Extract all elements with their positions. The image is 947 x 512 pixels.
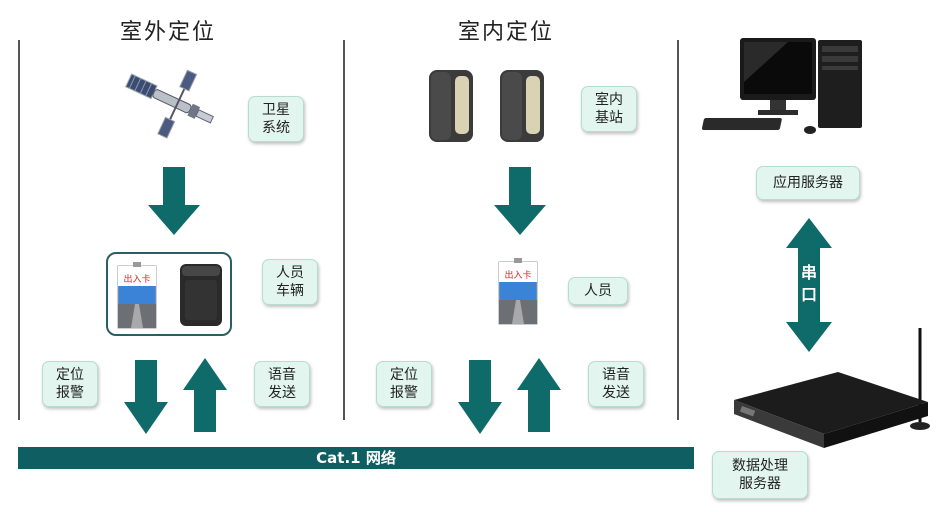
satellite-system-label: 卫星 系统 <box>248 96 304 142</box>
right-divider <box>677 40 679 420</box>
outdoor-section-title: 室外定位 <box>120 20 217 45</box>
cat1-network-bar: Cat.1 网络 <box>18 447 694 469</box>
gps-tracker-icon <box>180 264 222 326</box>
serial-port-label: 串 口 <box>800 263 817 304</box>
indoor-alarm-label: 定位 报警 <box>376 361 432 407</box>
base-station-icon <box>429 70 473 142</box>
outdoor-voice-label: 语音 发送 <box>254 361 310 407</box>
rack-server-icon <box>734 328 930 448</box>
id-badge-icon: 出入卡 <box>117 262 157 329</box>
app-server-label: 应用服务器 <box>756 166 860 200</box>
outdoor-alarm-label: 定位 报警 <box>42 361 98 407</box>
indoor-uplink-down-arrow <box>458 360 502 434</box>
indoor-voice-label: 语音 发送 <box>588 361 644 407</box>
serial-double-arrow <box>786 218 832 352</box>
outdoor-down-arrow <box>148 167 200 235</box>
indoor-section-title: 室内定位 <box>458 20 555 45</box>
indoor-down-arrow <box>494 167 546 235</box>
indoor-person-label: 人员 <box>568 277 628 305</box>
base-station-icon <box>500 70 544 142</box>
outdoor-downlink-up-arrow <box>183 358 227 432</box>
id-badge-icon: 出入卡 <box>498 258 538 325</box>
svg-text:出入卡: 出入卡 <box>504 269 531 281</box>
middle-divider <box>343 40 345 420</box>
person-vehicle-label: 人员 车辆 <box>262 259 318 305</box>
base-station-label: 室内 基站 <box>581 86 637 132</box>
data-server-label: 数据处理 服务器 <box>712 451 808 499</box>
svg-text:出入卡: 出入卡 <box>123 273 150 285</box>
indoor-downlink-up-arrow <box>517 358 561 432</box>
left-divider <box>18 40 20 420</box>
satellite-icon <box>125 69 214 139</box>
outdoor-uplink-down-arrow <box>124 360 168 434</box>
desktop-computer-icon <box>701 38 862 134</box>
